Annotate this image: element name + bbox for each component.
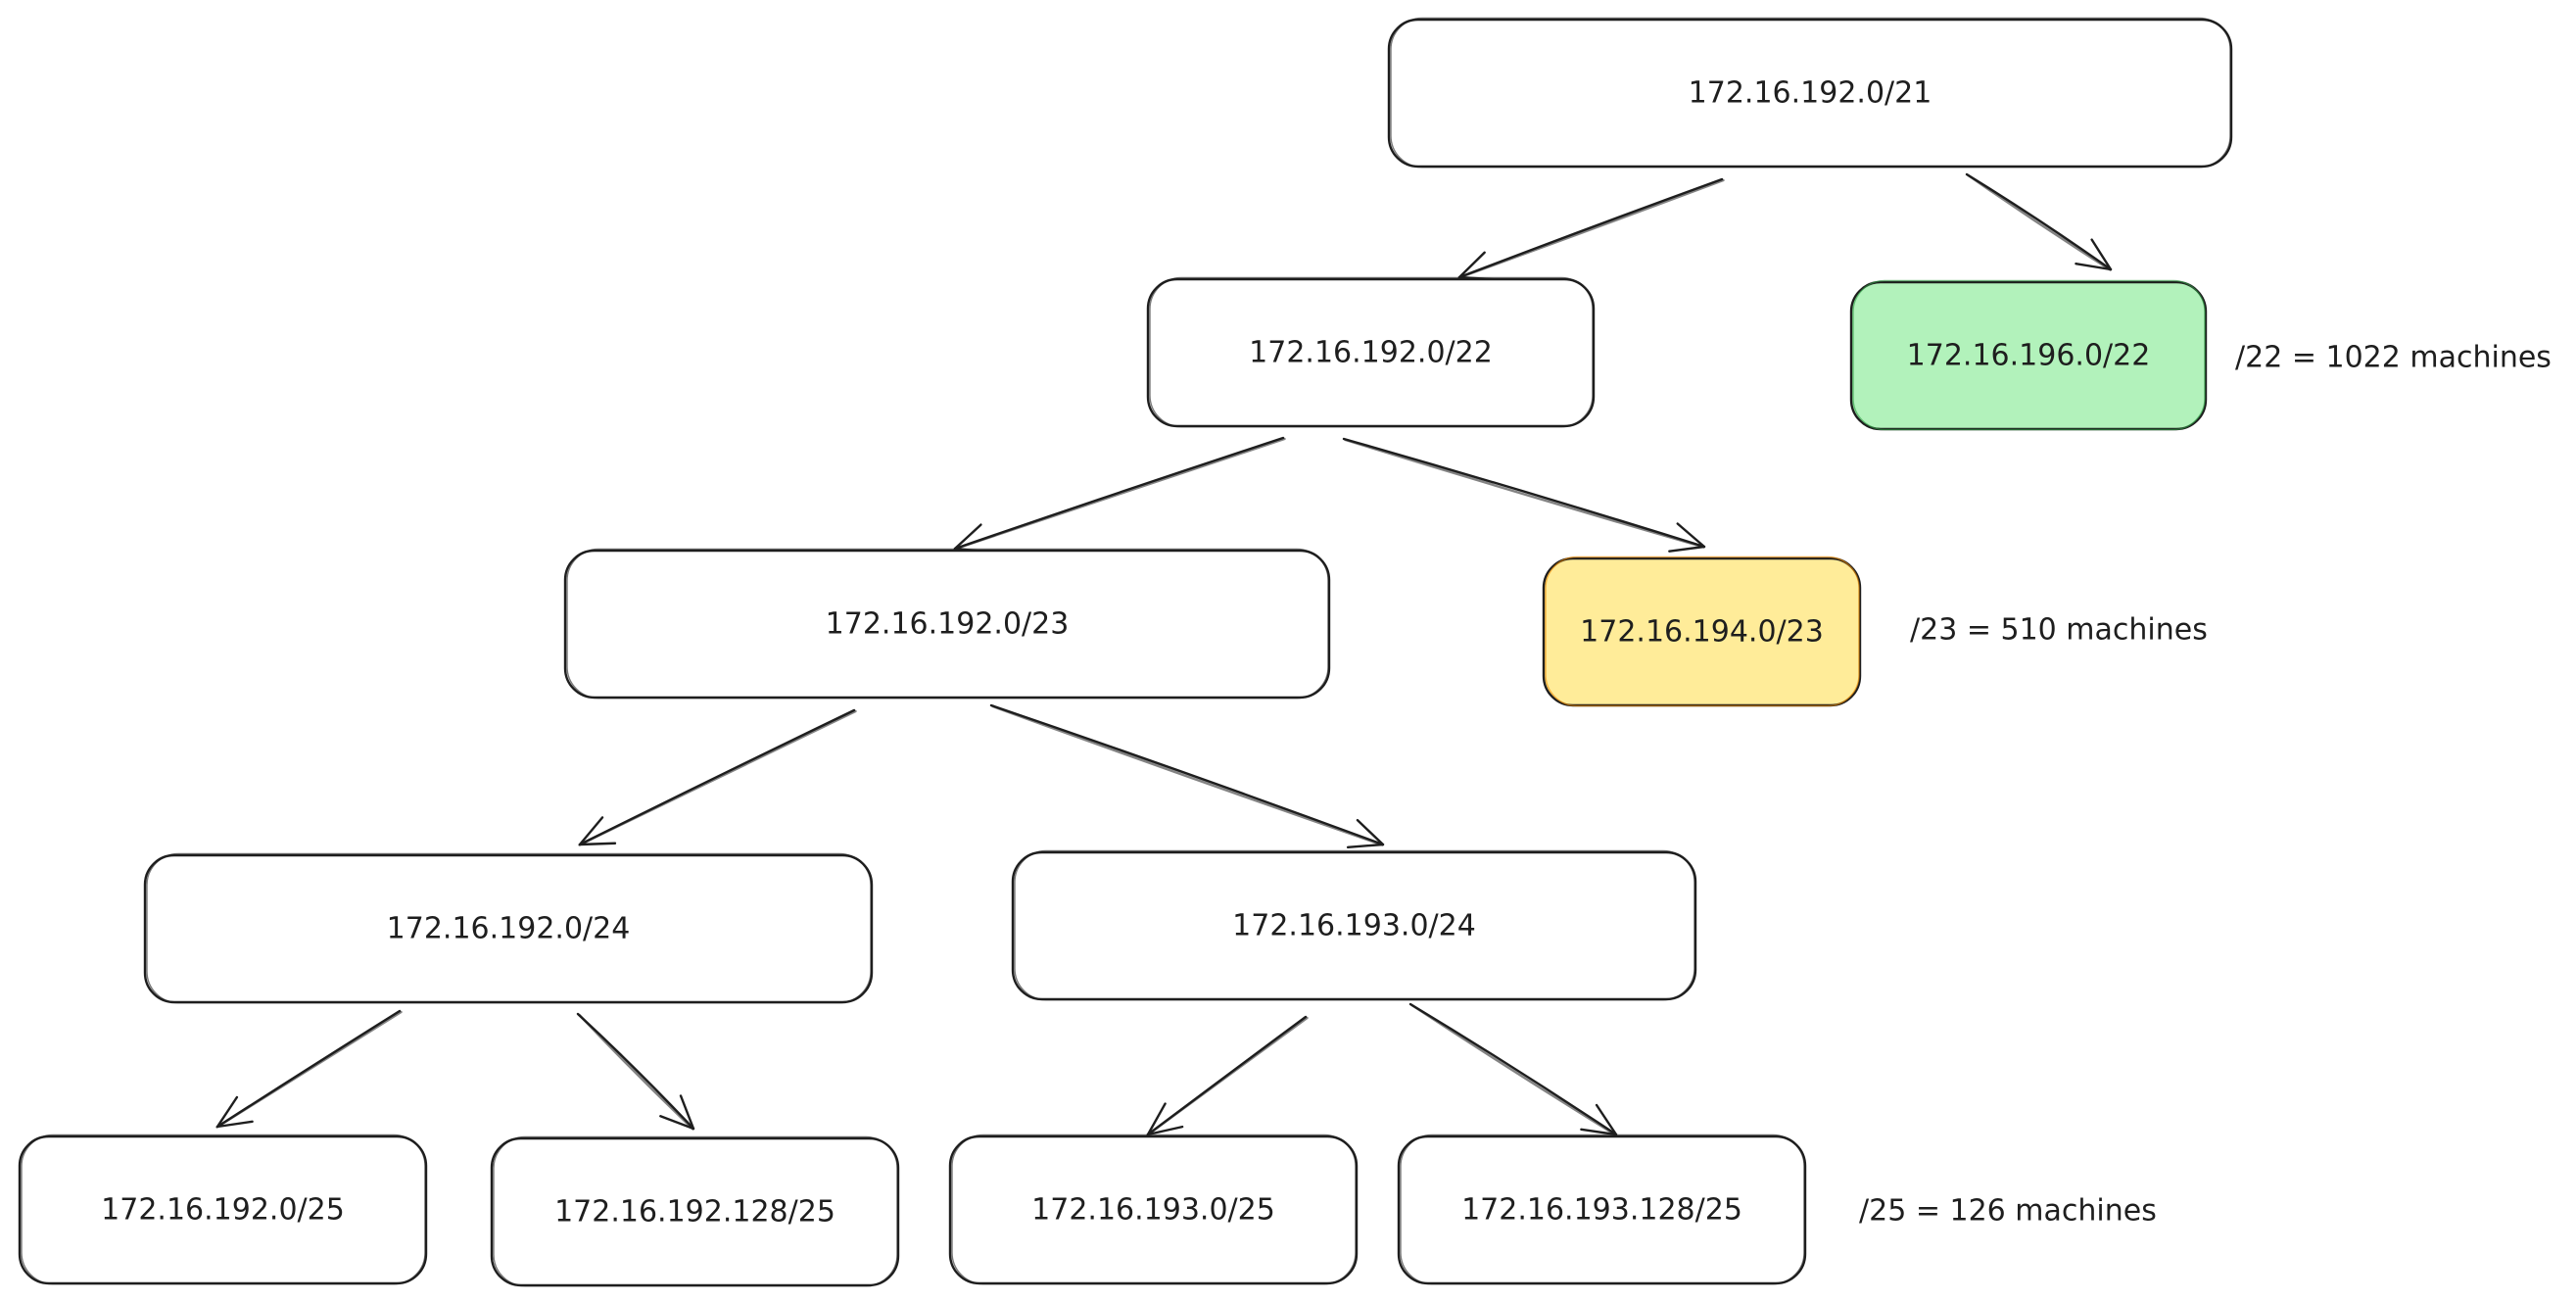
subnet-box-sketch	[1390, 17, 2231, 169]
subnet-label: 172.16.193.0/25	[1031, 1193, 1275, 1228]
nodes-layer: 172.16.192.0/21 172.16.192.0/22 172.16.196…	[18, 17, 2233, 1287]
edge-arrow-n22a-to-n23b	[1342, 437, 1706, 553]
subnet-box-sketch	[21, 1134, 426, 1285]
subnet-node-n23b: 172.16.194.0/23	[1542, 555, 1862, 707]
edge-line-sketch	[1344, 438, 1705, 549]
edge-line-sketch	[215, 1010, 403, 1129]
subnet-label: 172.16.192.0/25	[101, 1193, 345, 1228]
edge-line-sketch	[1410, 1003, 1617, 1136]
subnet-label: 172.16.192.128/25	[554, 1195, 835, 1230]
subnet-box-sketch	[493, 1135, 898, 1287]
edge-line-sketch	[578, 1013, 694, 1131]
edge-arrow-n23a-to-n24b	[989, 703, 1385, 849]
subnet-box-sketch	[1545, 555, 1860, 707]
subnet-box-sketch	[1014, 849, 1695, 1001]
machine-count-note-note22: /22 = 1022 machines	[2235, 341, 2552, 375]
subnet-node-n25c: 172.16.193.0/25	[948, 1134, 1359, 1285]
subnet-node-n24b: 172.16.193.0/24	[1011, 849, 1697, 1001]
subnet-node-n25a: 172.16.192.0/25	[18, 1134, 428, 1285]
subnet-label: 172.16.192.0/24	[387, 912, 631, 946]
subnet-label: 172.16.192.0/23	[826, 607, 1070, 642]
arrowhead	[578, 816, 617, 846]
edge-arrow-n24b-to-n25c	[1146, 1015, 1309, 1136]
subnet-box-sketch	[1149, 276, 1594, 428]
edge-line-sketch	[1967, 173, 2112, 271]
subnet-node-n21: 172.16.192.0/21	[1387, 17, 2233, 169]
edge-arrow-n23a-to-n24a	[578, 708, 857, 846]
edge-arrow-n24b-to-n25d	[1408, 1002, 1618, 1136]
arrowhead	[215, 1095, 254, 1129]
subnet-label: 172.16.196.0/22	[1907, 339, 2151, 373]
subnet-label: 172.16.193.128/25	[1461, 1193, 1742, 1228]
subnet-label: 172.16.193.0/24	[1232, 909, 1476, 943]
arrowhead	[1668, 522, 1706, 553]
edge-line-sketch	[991, 704, 1384, 846]
machine-count-note-note23: /23 = 510 machines	[1910, 613, 2208, 648]
edges-layer	[215, 172, 2113, 1136]
edge-line	[989, 703, 1385, 846]
edge-line-sketch	[1146, 1016, 1309, 1136]
edge-line-sketch	[578, 709, 857, 846]
edge-line	[1342, 437, 1706, 549]
subnet-node-n22a: 172.16.192.0/22	[1146, 276, 1596, 428]
edge-line-sketch	[953, 437, 1286, 551]
subnet-node-n25d: 172.16.193.128/25	[1397, 1134, 1807, 1285]
subnet-node-n25b: 172.16.192.128/25	[490, 1135, 900, 1287]
machine-count-note-note25: /25 = 126 machines	[1859, 1194, 2157, 1229]
subnet-label: 172.16.192.0/21	[1689, 76, 1932, 111]
subnet-box-sketch	[146, 852, 872, 1004]
subnet-node-n22b: 172.16.196.0/22	[1849, 279, 2208, 431]
edge-arrow-n24a-to-n25b	[576, 1012, 695, 1131]
subnet-box-sketch	[566, 548, 1329, 700]
edge-arrow-n21-to-n22b	[1965, 172, 2113, 271]
subnet-box-sketch	[951, 1134, 1357, 1285]
notes-layer: /22 = 1022 machines/23 = 510 machines/25…	[1859, 341, 2552, 1229]
subnet-box-sketch	[1852, 279, 2206, 431]
subnet-box-sketch	[1400, 1134, 1805, 1285]
subnet-node-n23a: 172.16.192.0/23	[563, 548, 1331, 700]
edge-arrow-n24a-to-n25a	[215, 1009, 403, 1129]
edge-arrow-n22a-to-n23a	[953, 436, 1286, 554]
subnet-node-n24a: 172.16.192.0/24	[143, 852, 874, 1004]
edge-arrow-n21-to-n22a	[1457, 177, 1725, 281]
arrowhead	[1346, 818, 1385, 849]
subnet-label: 172.16.194.0/23	[1580, 615, 1824, 650]
subnet-label: 172.16.192.0/22	[1249, 336, 1493, 370]
arrowhead	[2075, 238, 2113, 271]
edge-line-sketch	[1457, 178, 1725, 279]
arrowhead	[659, 1094, 695, 1131]
